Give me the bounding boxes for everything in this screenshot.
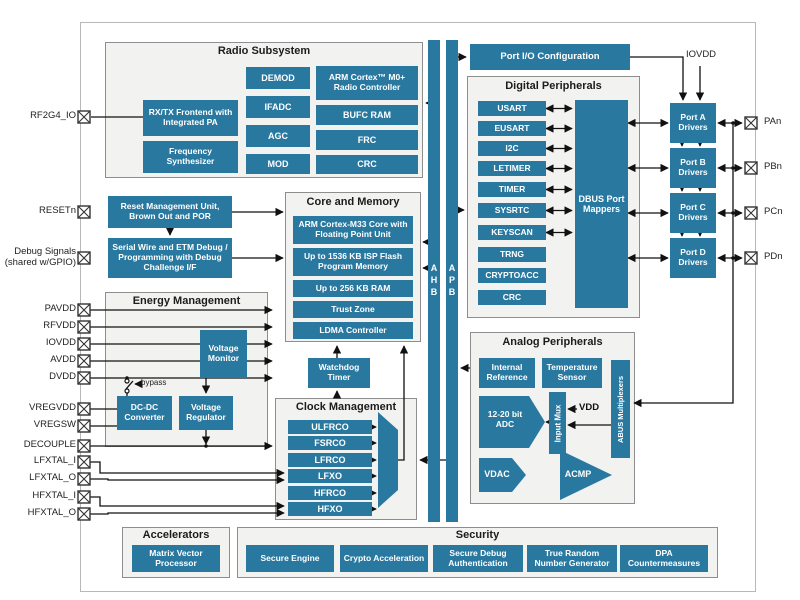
block-port-d-drivers: Port D Drivers [670,238,716,278]
ahb-bus-bar: AHB [428,40,440,522]
block-eusart: EUSART [478,121,546,136]
block-crc: CRC [478,290,546,305]
pin-label-avdd: AVDD [50,354,76,365]
block-timer: TIMER [478,182,546,197]
block-frequency-synthesizer: Frequency Synthesizer [143,141,238,173]
block-i2c: I2C [478,141,546,156]
adc-label: 12-20 bit ADC [487,409,523,429]
abus-label: ABUS Multiplexers [616,375,626,443]
block-usart: USART [478,101,546,116]
clock-management-title: Clock Management [295,401,397,413]
block-agc: AGC [246,125,310,147]
pad-label-pan: PAn [764,116,782,127]
acmp-label: ACMP [564,469,592,479]
accelerators-title: Accelerators [142,529,210,541]
block-ram: Up to 256 KB RAM [293,280,413,297]
security-title: Security [455,529,500,541]
block-voltage-monitor: Voltage Monitor [200,330,247,378]
block-true-random-gen: True Random Number Generator [527,545,617,572]
vdac-label: VDAC [484,469,510,479]
pin-label-rf2g4-io: RF2G4_IO [30,110,76,121]
block-internal-reference: Internal Reference [479,358,535,388]
pad-label-pdn: PDn [764,251,783,262]
energy-management-title: Energy Management [132,295,241,307]
block-cryptoacc: CRYPTOACC [478,268,546,283]
block-lfrco: LFRCO [288,453,372,467]
pad-label-pbn: PBn [764,161,782,172]
iovdd-top-label: IOVDD [685,49,717,60]
block-ldma: LDMA Controller [293,322,413,339]
block-dpa-countermeasures: DPA Countermeasures [620,545,708,572]
ahb-label: AHB [429,263,439,299]
block-temperature-sensor: Temperature Sensor [542,358,602,388]
block-mod: MOD [246,154,310,174]
input-mux-label: Input Mux [553,404,562,442]
pad-label-pcn: PCn [764,206,783,217]
digital-peripherals-title: Digital Peripherals [505,80,602,92]
block-flash: Up to 1536 KB ISP Flash Program Memory [293,248,413,276]
block-matrix-vector-processor: Matrix Vector Processor [132,545,220,572]
radio-subsystem-title: Radio Subsystem [217,45,311,57]
block-rxtx-frontend: RX/TX Frontend with Integrated PA [143,100,238,136]
block-port-b-drivers: Port B Drivers [670,148,716,188]
pin-label-vregsw: VREGSW [33,419,76,430]
block-lfxo: LFXO [288,469,372,483]
block-reset-management: Reset Management Unit, Brown Out and POR [108,196,232,228]
block-fsrco: FSRCO [288,436,372,450]
block-input-mux: Input Mux [549,392,566,454]
block-secure-engine: Secure Engine [246,545,334,572]
block-letimer: LETIMER [478,161,546,176]
analog-peripherals-title: Analog Peripherals [502,336,603,348]
block-port-io-configuration: Port I/O Configuration [470,44,630,70]
block-ifadc: IFADC [246,96,310,118]
bypass-label: bypass [141,378,167,387]
pin-label-vregvdd: VREGVDD [29,402,76,413]
block-port-a-drivers: Port A Drivers [670,103,716,143]
pin-label-hfxtal-o: HFXTAL_O [27,507,76,518]
block-trng: TRNG [478,247,546,262]
pin-label-lfxtal-o: LFXTAL_O [29,472,76,483]
apb-bus-bar: APB [446,40,458,522]
block-radio-crc: CRC [316,155,418,174]
block-port-c-drivers: Port C Drivers [670,193,716,233]
block-serial-wire-debug: Serial Wire and ETM Debug / Programming … [108,238,232,278]
block-radio-controller: ARM Cortex™ M0+ Radio Controller [316,66,418,100]
block-abus-multiplexers: ABUS Multiplexers [611,360,630,458]
block-secure-debug-auth: Secure Debug Authentication [433,545,523,572]
pin-label-lfxtal-i: LFXTAL_I [33,455,76,466]
block-dbus-port-mappers: DBUS Port Mappers [575,100,628,308]
vdd-label: VDD [579,402,600,413]
block-keyscan: KEYSCAN [478,225,546,240]
core-memory-title: Core and Memory [306,196,400,208]
pin-label-decouple: DECOUPLE [23,439,76,450]
pin-label-dvdd: DVDD [49,371,76,382]
block-watchdog-timer: Watchdog Timer [308,358,370,388]
block-hfrco: HFRCO [288,486,372,500]
apb-label: APB [447,263,457,299]
block-hfxo: HFXO [288,502,372,516]
block-sysrtc: SYSRTC [478,203,546,218]
block-ulfrco: ULFRCO [288,420,372,434]
pin-label-iovdd: IOVDD [45,337,76,348]
block-bufc-ram: BUFC RAM [316,105,418,125]
pin-label-pavdd: PAVDD [44,303,76,314]
block-demod: DEMOD [246,67,310,89]
block-cortex-m33: ARM Cortex-M33 Core with Floating Point … [293,216,413,244]
pin-label-rfvdd: RFVDD [43,320,76,331]
block-crypto-acceleration: Crypto Acceleration [340,545,428,572]
block-dcdc-converter: DC-DC Converter [117,396,172,430]
block-voltage-regulator: Voltage Regulator [179,396,233,430]
block-frc: FRC [316,130,418,150]
pin-label-hfxtal-i: HFXTAL_I [32,490,76,501]
block-trustzone: Trust Zone [293,301,413,318]
pin-label-debug-signals: Debug Signals (shared w/GPIO) [4,246,76,268]
pin-label-resetn: RESETn [39,205,76,216]
